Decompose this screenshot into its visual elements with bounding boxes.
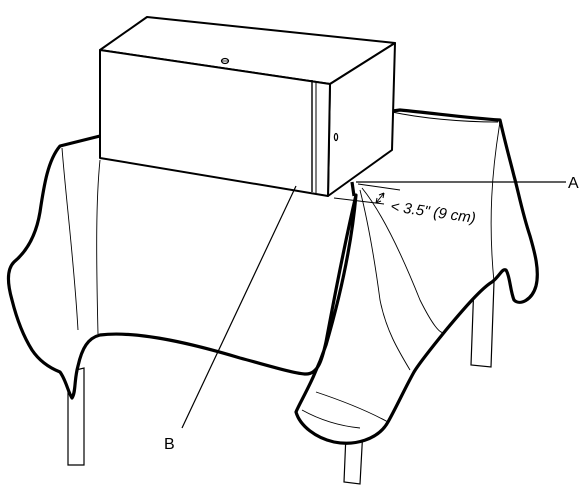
microwave-front <box>99 49 331 197</box>
tablecloth-folds <box>61 111 501 429</box>
dimension-arrow <box>375 192 385 204</box>
measure-line-bottom <box>333 197 385 205</box>
measure-line-top <box>357 183 401 191</box>
clearance-marker <box>333 181 566 205</box>
microwave-oven <box>99 16 396 197</box>
fold-back <box>391 111 499 123</box>
dimension-arrowhead-top <box>378 192 385 199</box>
fold-corner <box>301 409 361 429</box>
leader-line-b <box>181 185 297 429</box>
microwave-side-port-icon <box>333 132 339 142</box>
fold-front-left <box>96 159 101 335</box>
fold-bottom <box>315 391 389 423</box>
tablecloth <box>6 108 539 445</box>
fold-right-1 <box>361 187 447 333</box>
label-b: B <box>164 436 175 453</box>
fold-left <box>61 147 79 331</box>
marker-a-bar <box>350 181 356 197</box>
dimension-arrowhead-bottom <box>375 197 382 204</box>
fold-front-right <box>359 189 411 371</box>
fold-right-2 <box>490 121 501 283</box>
label-a: A <box>568 175 579 192</box>
